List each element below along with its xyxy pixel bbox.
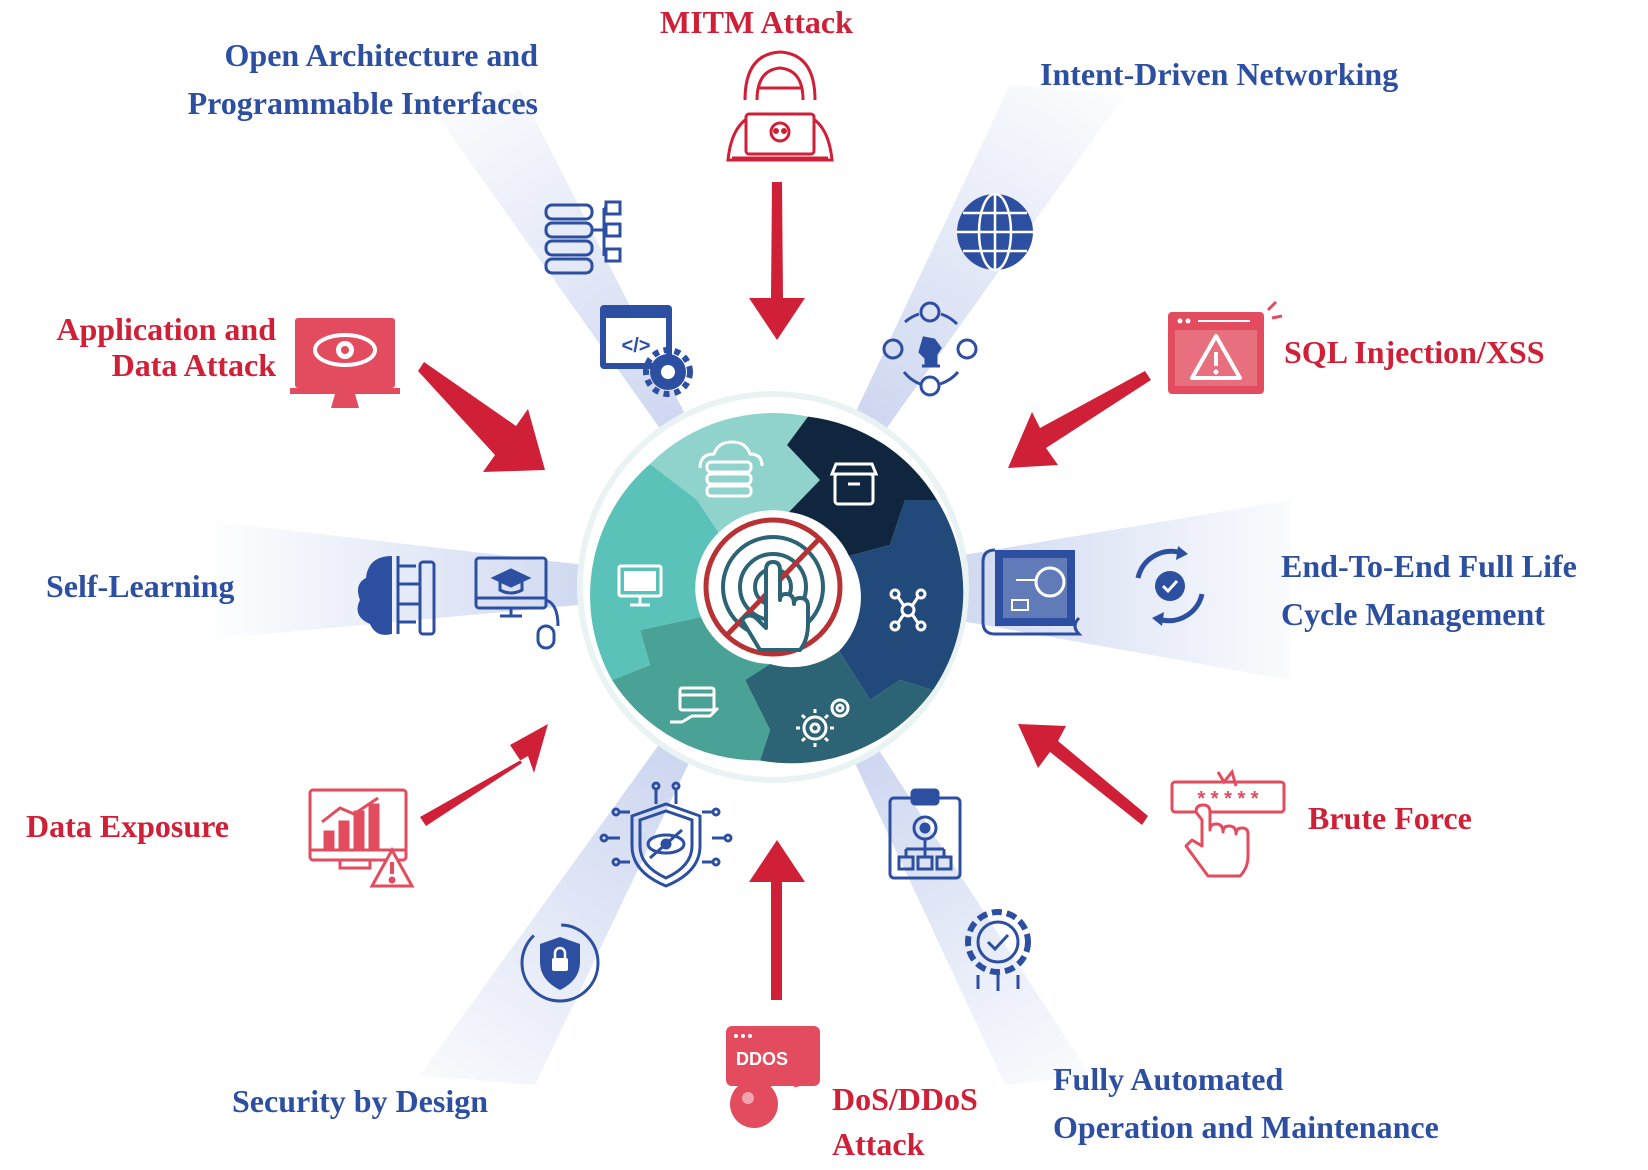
label-mitm: MITM Attack xyxy=(660,0,853,46)
label-line: Brute Force xyxy=(1308,800,1472,836)
ddos-bomb-icon: DDOS xyxy=(726,1026,820,1128)
arrow-sql xyxy=(1008,371,1151,468)
ray-self-learning xyxy=(200,520,773,640)
network-nodes-icon xyxy=(889,588,927,632)
password-hand-icon: * * * * * xyxy=(1170,768,1286,878)
hacker-icon xyxy=(726,50,834,162)
hub-segment-bottom-right xyxy=(745,651,933,764)
label-line: Open Architecture and xyxy=(224,37,538,73)
label-fully-automated: Fully Automated Operation and Maintenanc… xyxy=(1053,1055,1439,1151)
eye-monitor-icon xyxy=(290,318,400,408)
brain-circuit-icon xyxy=(357,556,436,636)
label-line: Cycle Management xyxy=(1281,596,1545,632)
label-line: Application and xyxy=(56,311,276,347)
label-sql: SQL Injection/XSS xyxy=(1284,328,1545,376)
box-icon xyxy=(829,462,879,506)
card-hand-icon xyxy=(670,686,720,724)
label-end-to-end: End-To-End Full Life Cycle Management xyxy=(1281,542,1577,638)
cloud-server-icon xyxy=(698,440,764,498)
no-touch-icon xyxy=(703,517,843,657)
browser-warning-icon xyxy=(1168,300,1283,394)
label-open-architecture: Open Architecture and Programmable Inter… xyxy=(188,31,538,127)
arrow-ddos xyxy=(749,840,805,1000)
label-line: End-To-End Full Life xyxy=(1281,548,1577,584)
e-learning-computer-icon xyxy=(474,556,560,650)
label-line: Operation and Maintenance xyxy=(1053,1109,1439,1145)
hub-segment-top-right xyxy=(787,416,937,556)
label-line: Programmable Interfaces xyxy=(187,85,538,121)
monitor-icon xyxy=(617,564,663,607)
database-network-icon xyxy=(544,200,622,275)
refresh-check-icon xyxy=(1135,546,1205,626)
ai-shield-eye-icon xyxy=(599,781,733,888)
label-line: Security by Design xyxy=(232,1083,488,1119)
gears-icon xyxy=(796,698,850,747)
label-self-learning: Self-Learning xyxy=(46,562,234,610)
blueprint-certificate-icon xyxy=(981,548,1083,636)
label-line: Data Exposure xyxy=(26,808,229,844)
label-line: Data Attack xyxy=(111,347,276,383)
label-app-data: Application and Data Attack xyxy=(56,311,276,383)
ddos-icon-text: DDOS xyxy=(736,1049,788,1069)
central-hub xyxy=(577,391,969,783)
label-line: Intent-Driven Networking xyxy=(1040,56,1399,92)
label-data-exposure: Data Exposure xyxy=(26,802,229,850)
label-line: SQL Injection/XSS xyxy=(1284,334,1545,370)
arrow-mitm xyxy=(749,182,805,340)
label-line: MITM Attack xyxy=(660,4,853,40)
arrow-brute-force xyxy=(1018,724,1148,825)
password-mask-text: * * * * * xyxy=(1197,788,1258,810)
globe-icon xyxy=(957,192,1033,272)
label-ddos: DoS/DDoS Attack xyxy=(832,1077,978,1167)
svg-text:</>: </> xyxy=(622,335,651,357)
label-line: Self-Learning xyxy=(46,568,235,604)
code-settings-icon: </> xyxy=(600,305,693,397)
arrow-app-data xyxy=(418,362,545,472)
strategy-cycle-icon xyxy=(882,301,978,397)
gear-check-icon xyxy=(965,909,1031,991)
label-line: DoS/DDoS xyxy=(832,1081,978,1117)
label-line: Attack xyxy=(832,1126,925,1162)
label-brute-force: Brute Force xyxy=(1308,794,1472,842)
workflow-clipboard-icon xyxy=(888,788,962,880)
lock-shield-icon xyxy=(520,923,600,1003)
chart-warning-icon xyxy=(308,788,415,888)
label-intent-driven: Intent-Driven Networking xyxy=(1040,50,1398,98)
attack-arrows xyxy=(418,182,1151,1000)
label-security-by-design: Security by Design xyxy=(232,1077,488,1125)
arrow-data-exposure xyxy=(420,724,548,826)
label-line: Fully Automated xyxy=(1053,1061,1284,1097)
